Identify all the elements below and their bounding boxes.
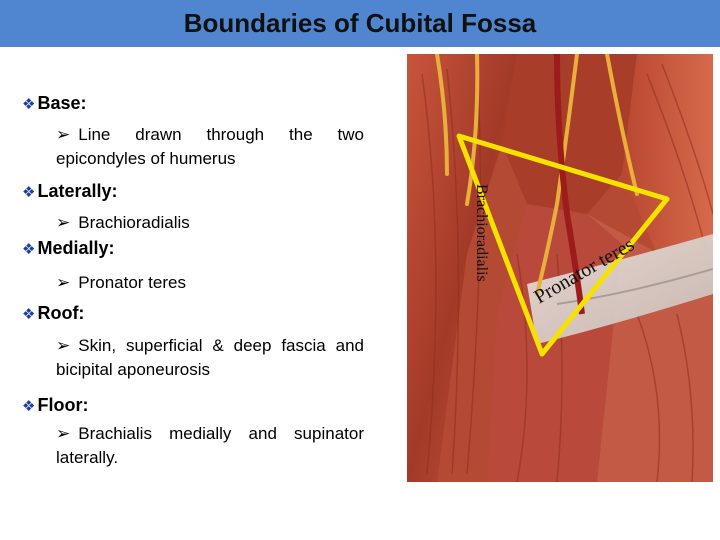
arrow-bullet-icon: ➢ — [56, 336, 71, 355]
text-floor: ➢Brachialis medially and supinator later… — [56, 424, 364, 467]
heading-medially: ❖Medially: — [22, 238, 115, 258]
arrow-bullet-icon: ➢ — [56, 273, 71, 292]
text-base: ➢Line drawn through the two epicondyles … — [56, 125, 364, 168]
arrow-bullet-icon: ➢ — [56, 213, 71, 232]
diamond-bullet-icon: ❖ — [22, 241, 36, 258]
cubital-fossa-triangle — [456, 133, 670, 357]
heading-laterally: ❖Laterally: — [22, 181, 118, 201]
diamond-bullet-icon: ❖ — [22, 398, 36, 415]
diamond-bullet-icon: ❖ — [22, 184, 36, 201]
label-brachioradialis: Brachioradialis — [473, 184, 490, 282]
slide-title: Boundaries of Cubital Fossa — [183, 8, 537, 38]
diamond-bullet-icon: ❖ — [22, 96, 36, 113]
text-roof: ➢Skin, superficial & deep fascia and bic… — [56, 336, 364, 379]
title-bar — [0, 0, 720, 47]
text-laterally: ➢Brachioradialis — [56, 213, 190, 232]
arrow-bullet-icon: ➢ — [56, 424, 71, 443]
heading-roof: ❖Roof: — [22, 303, 85, 323]
arrow-bullet-icon: ➢ — [56, 125, 71, 144]
heading-base: ❖Base: — [22, 93, 87, 113]
diamond-bullet-icon: ❖ — [22, 306, 36, 323]
anatomy-illustration: Brachioradialis Pronator teres — [407, 54, 713, 482]
heading-floor: ❖Floor: — [22, 395, 89, 415]
text-medially: ➢Pronator teres — [56, 273, 186, 292]
